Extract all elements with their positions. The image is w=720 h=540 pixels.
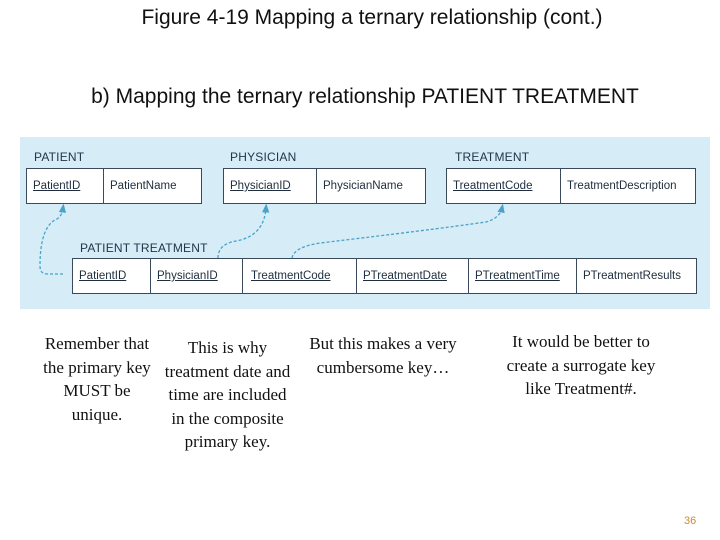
physician-table-name: PHYSICIAN (230, 150, 297, 164)
fk-arrow-treatmentcode (291, 203, 505, 259)
patient-treatment-table: PatientID PhysicianID TreatmentCode PTre… (72, 258, 697, 294)
fk-arrow-physicianid (217, 203, 270, 259)
pt-treatmentcode-column: TreatmentCode (243, 259, 357, 293)
pt-physicianid-column: PhysicianID (151, 259, 243, 293)
patient-treatment-table-name: PATIENT TREATMENT (80, 241, 208, 255)
physician-table: PhysicianID PhysicianName (223, 168, 426, 204)
treatment-table-name: TREATMENT (455, 150, 530, 164)
patient-table-name: PATIENT (34, 150, 85, 164)
patient-table: PatientID PatientName (26, 168, 202, 204)
pt-ptreatmenttime-column: PTreatmentTime (469, 259, 577, 293)
fk-arrow-patientid (39, 203, 67, 275)
pt-ptreatmentdate-column: PTreatmentDate (357, 259, 469, 293)
pt-patientid-column: PatientID (73, 259, 151, 293)
pt-ptreatmentresults-column: PTreatmentResults (583, 270, 681, 282)
physician-physicianid-column: PhysicianID (224, 169, 317, 203)
treatment-treatmentcode-column: TreatmentCode (447, 169, 561, 203)
note-surrogate-key: It would be better to create a surrogate… (506, 332, 656, 398)
patient-patientid-column: PatientID (27, 169, 104, 203)
patient-patientname-column: PatientName (110, 180, 177, 192)
note-unique-key: Remember that the primary key MUST be un… (43, 334, 151, 424)
slide-title: Figure 4-19 Mapping a ternary relationsh… (141, 6, 603, 29)
slide-subtitle: b) Mapping the ternary relationship PATI… (91, 85, 639, 108)
note-composite-key: This is why treatment date and time are … (164, 338, 291, 451)
note-cumbersome-key: But this makes a very cumbersome key… (309, 334, 457, 377)
page-number: 36 (684, 515, 697, 527)
treatment-treatmentdescription-column: TreatmentDescription (567, 180, 677, 192)
treatment-table: TreatmentCode TreatmentDescription (446, 168, 696, 204)
physician-physicianname-column: PhysicianName (323, 180, 403, 192)
